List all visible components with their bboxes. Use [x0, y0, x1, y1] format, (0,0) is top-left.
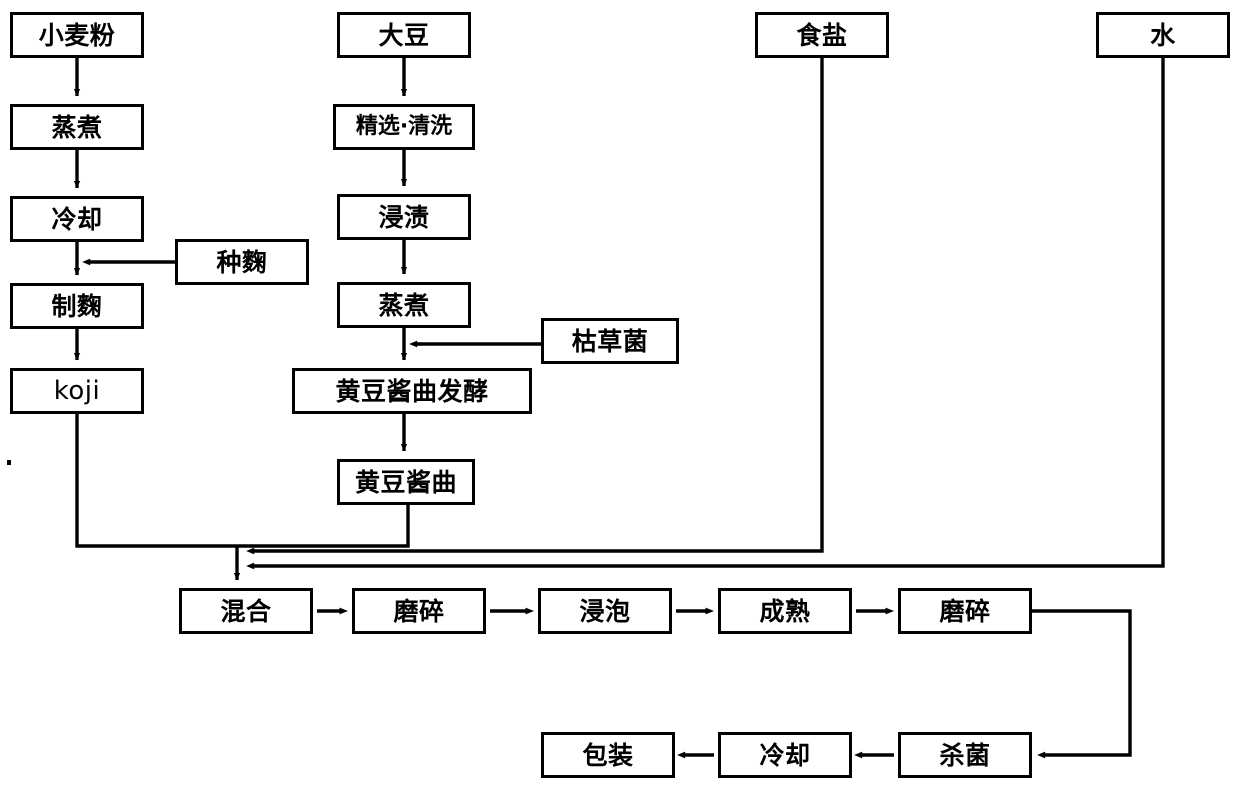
node-soy-koji-ferment[interactable]: 黄豆酱曲发酵 — [292, 368, 532, 414]
node-grind-2[interactable]: 磨碎 — [898, 588, 1032, 634]
node-steam-middle[interactable]: 蒸煮 — [337, 282, 471, 328]
edge-koji-to-junction — [75, 414, 237, 548]
node-grind-1[interactable]: 磨碎 — [352, 588, 486, 634]
node-cool-left[interactable]: 冷却 — [10, 196, 144, 242]
node-wheat-flour[interactable]: 小麦粉 — [10, 12, 144, 58]
node-soak-2[interactable]: 浸泡 — [538, 588, 672, 634]
node-soy-koji[interactable]: 黄豆酱曲 — [337, 459, 475, 505]
node-make-koji[interactable]: 制麴 — [10, 283, 144, 329]
node-cool-2[interactable]: 冷却 — [718, 732, 852, 778]
edge-soykoji-to-junction — [237, 505, 410, 548]
node-soak-middle[interactable]: 浸渍 — [337, 194, 471, 240]
node-mature[interactable]: 成熟 — [718, 588, 852, 634]
speck-artifact — [7, 460, 11, 465]
node-koji[interactable]: koji — [10, 368, 144, 414]
node-steam-left[interactable]: 蒸煮 — [10, 104, 144, 150]
node-sterilize[interactable]: 杀菌 — [898, 732, 1032, 778]
node-soybean[interactable]: 大豆 — [337, 12, 471, 58]
node-seed-koji[interactable]: 种麴 — [175, 239, 309, 285]
node-salt[interactable]: 食盐 — [755, 12, 889, 58]
node-water[interactable]: 水 — [1096, 12, 1230, 58]
node-select-wash[interactable]: 精选·清洗 — [333, 104, 475, 150]
node-package[interactable]: 包装 — [541, 732, 675, 778]
node-bacillus-subtilis[interactable]: 枯草菌 — [541, 318, 679, 364]
edge-grind2-to-sterilize — [1032, 609, 1132, 759]
node-mix[interactable]: 混合 — [179, 588, 313, 634]
